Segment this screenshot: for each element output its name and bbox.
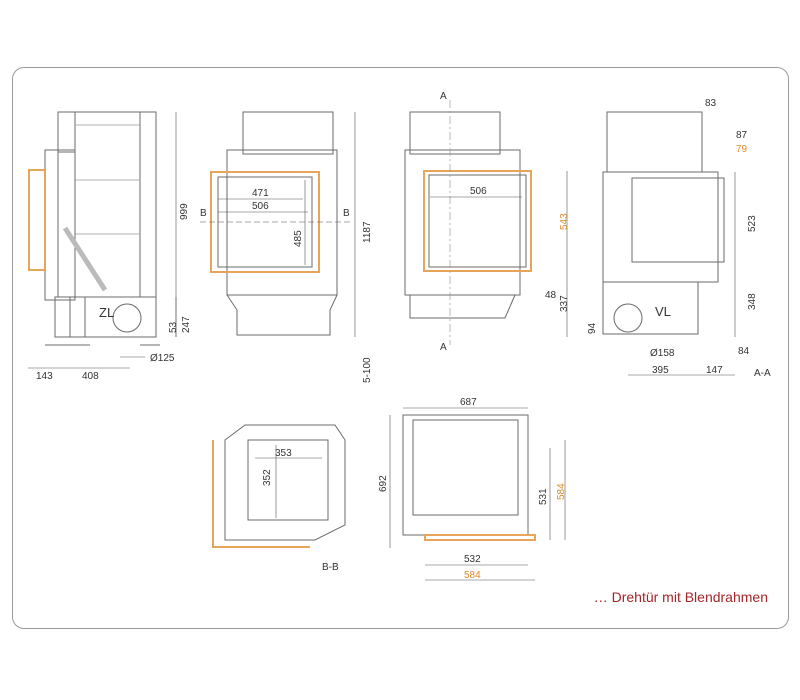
section-b-left: B — [200, 208, 207, 219]
dim-aa-front2: 147 — [706, 365, 723, 376]
dim-front-total-height: 1187 — [362, 221, 373, 243]
dim-bb-depth: 352 — [262, 469, 273, 486]
dim-bb-width: 353 — [275, 448, 292, 459]
dim-side-height: 999 — [179, 203, 190, 220]
dim-aa-diameter: Ø158 — [650, 348, 675, 359]
dim-alt-frame-height: 543 — [559, 213, 570, 230]
dim-side-duct: 53 — [168, 321, 179, 333]
dim-front-feet: 5-100 — [362, 357, 373, 383]
section-a-bottom: A — [440, 342, 447, 353]
dim-aa-front: 84 — [738, 346, 750, 357]
dim-front-outer-width: 506 — [252, 201, 269, 212]
front-view: 471 506 485 B B 1187 5-100 — [200, 111, 373, 383]
drawing-frame — [12, 67, 789, 629]
footer-caption: … Drehtür mit Blendrahmen — [593, 589, 768, 605]
dim-alt-glass-width: 506 — [470, 186, 487, 197]
title-aa: A-A — [754, 368, 771, 379]
dim-aa-base: 348 — [747, 293, 758, 310]
dim-aa-d2: 79 — [736, 144, 748, 155]
section-a-top: A — [440, 91, 447, 102]
dim-plan-inner-width: 532 — [464, 554, 481, 565]
plan-view: 687 692 531 584 532 584 — [378, 397, 567, 581]
dim-plan-total-width: 687 — [460, 397, 477, 408]
section-b-right: B — [343, 208, 350, 219]
section-aa-view: 83 87 79 523 348 VL 94 Ø158 84 395 147 A… — [587, 98, 771, 379]
dim-alt-base: 337 — [559, 295, 570, 312]
section-bb-view: 353 352 B-B — [212, 424, 346, 573]
dim-aa-depth: 395 — [652, 365, 669, 376]
dim-side-base: 247 — [181, 316, 192, 333]
dim-front-door-height: 485 — [293, 230, 304, 247]
front-alt-view: A A 506 543 48 337 — [404, 91, 570, 353]
label-vl: VL — [655, 304, 671, 319]
dim-front-inner-width: 471 — [252, 188, 269, 199]
dim-plan-total-depth: 692 — [378, 475, 389, 492]
dim-side-diameter: Ø125 — [150, 353, 175, 364]
dim-aa-d1: 87 — [736, 130, 748, 141]
dim-side-front: 143 — [36, 371, 53, 382]
dim-alt-offset: 48 — [545, 290, 557, 301]
dim-plan-frame-depth: 584 — [556, 483, 567, 500]
side-view: 999 247 53 ZL Ø125 143 408 — [28, 111, 192, 382]
dim-plan-inner-depth: 531 — [538, 488, 549, 505]
label-zl: ZL — [99, 305, 114, 320]
title-bb: B-B — [322, 562, 339, 573]
dim-aa-top: 83 — [705, 98, 717, 109]
dim-aa-door-height: 523 — [747, 215, 758, 232]
dim-plan-frame-width: 584 — [464, 570, 481, 581]
dim-side-depth: 408 — [82, 371, 99, 382]
dim-aa-duct-height: 94 — [587, 322, 598, 334]
